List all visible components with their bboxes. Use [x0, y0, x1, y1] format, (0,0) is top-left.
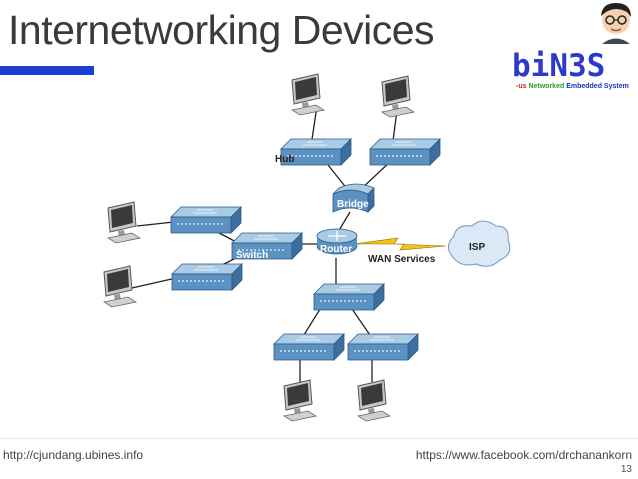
bridge-label: Bridge — [337, 199, 369, 210]
hub-device-icon — [273, 333, 345, 361]
slide-title: Internetworking Devices — [8, 7, 435, 53]
wan-services-label: WAN Services — [368, 254, 436, 265]
page-number: 13 — [620, 464, 632, 475]
router-device-icon — [316, 228, 358, 255]
wan-link-bolt — [353, 237, 447, 251]
router-label: Router — [320, 244, 352, 255]
pc-icon — [283, 379, 317, 422]
pc-icon — [103, 265, 137, 308]
isp-cloud — [448, 220, 511, 267]
switch-device-icon — [170, 206, 242, 234]
pc-icon — [381, 75, 415, 118]
footer-website-link[interactable]: http://cjundang.ubines.info — [3, 448, 144, 462]
logo-main-text: biN3S — [512, 48, 606, 84]
switch-label: Switch — [236, 250, 268, 261]
logo-tagline: -us Networked Embedded System — [516, 83, 629, 90]
title-accent-bar — [0, 66, 94, 75]
logo-tag-part2: Networked — [528, 83, 567, 90]
footer-facebook-link[interactable]: https://www.facebook.com/drchanankorn — [415, 448, 632, 462]
switch-device-icon — [171, 263, 243, 291]
footer-divider — [0, 438, 638, 439]
hub-device-icon — [369, 138, 441, 166]
switch-device-icon — [313, 283, 385, 311]
logo-tag-part3: Embedded System — [566, 83, 629, 90]
logo-tag-part1: -us — [516, 83, 529, 90]
pc-icon — [107, 201, 141, 244]
hub-label: Hub — [275, 154, 294, 165]
pc-icon — [291, 73, 325, 116]
pc-icon — [357, 379, 391, 422]
bridge-device-icon — [332, 183, 375, 213]
bin3s-logo: biN3S -us Networked Embedded System — [494, 48, 636, 96]
hub-device-icon — [347, 333, 419, 361]
isp-label: ISP — [469, 242, 485, 253]
avatar-icon — [601, 3, 631, 44]
